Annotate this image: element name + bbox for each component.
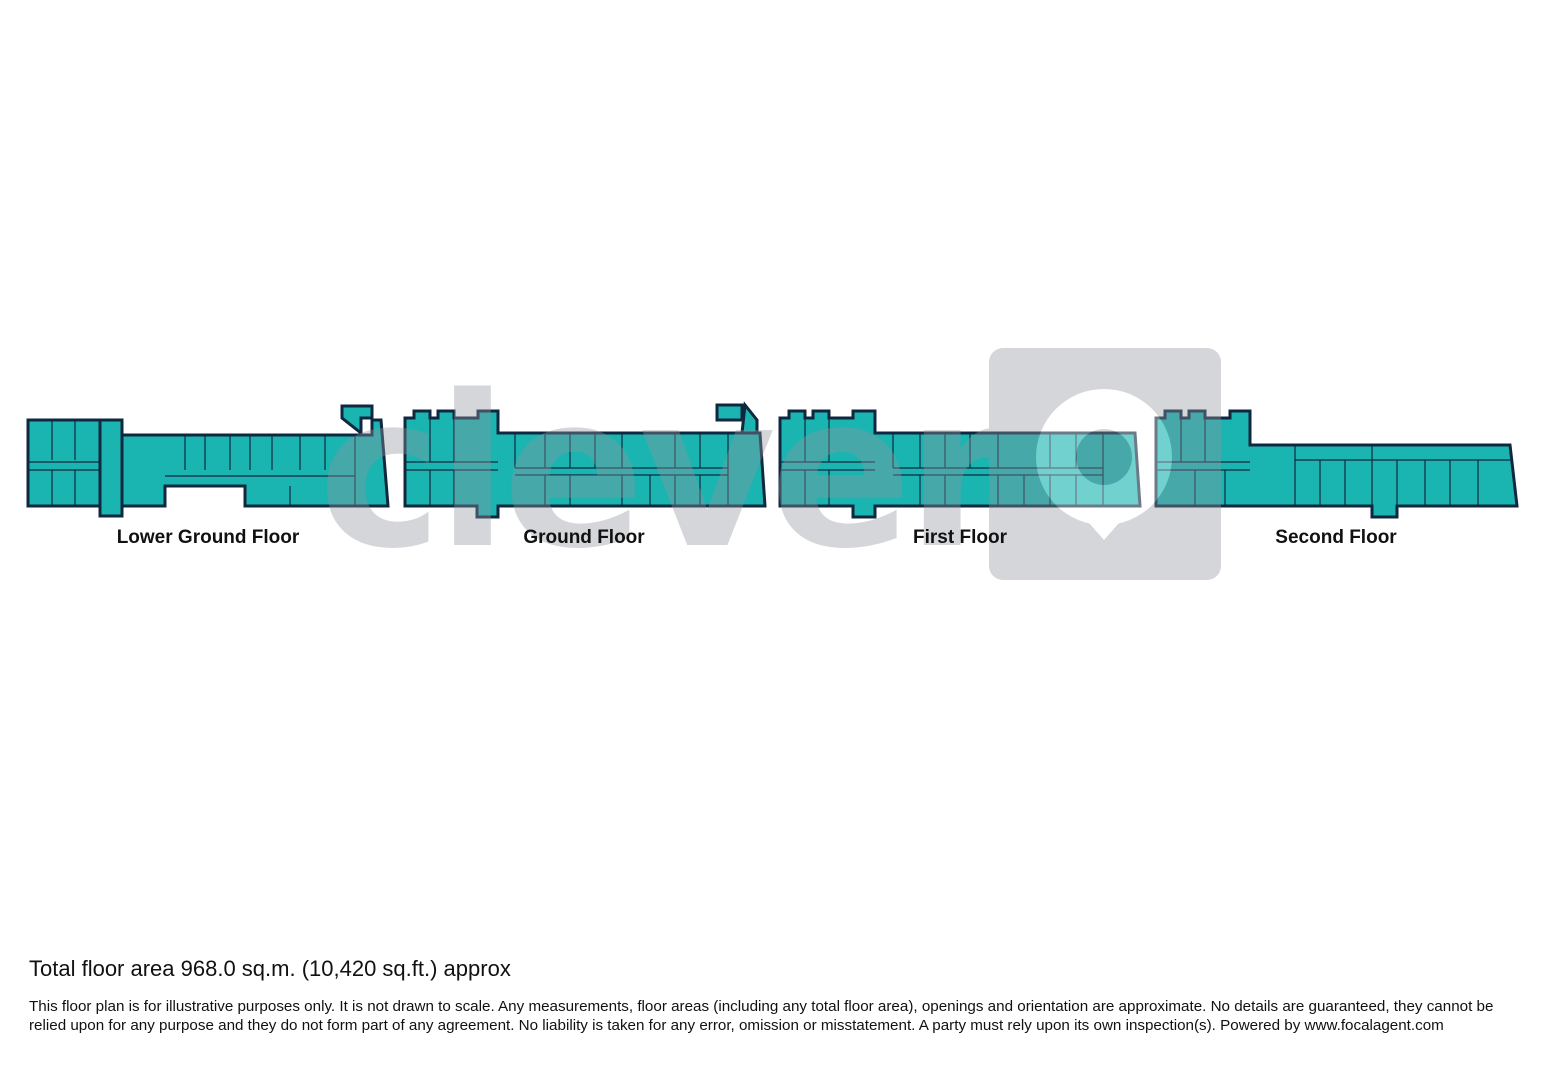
total-floor-area: Total floor area 968.0 sq.m. (10,420 sq.… [29,956,511,981]
floor-label-second: Second Floor [1275,527,1397,548]
floor-label-first: First Floor [913,527,1007,548]
disclaimer-text: This floor plan is for illustrative purp… [29,998,1494,1034]
floor-plan-ground [403,401,767,519]
floor-plan-lower-ground [26,404,390,518]
floor-label-lower-ground: Lower Ground Floor [116,527,300,548]
floor-label-ground: Ground Floor [523,527,645,548]
floor-plan-second [1154,409,1519,519]
floor-plan-first [778,409,1142,519]
